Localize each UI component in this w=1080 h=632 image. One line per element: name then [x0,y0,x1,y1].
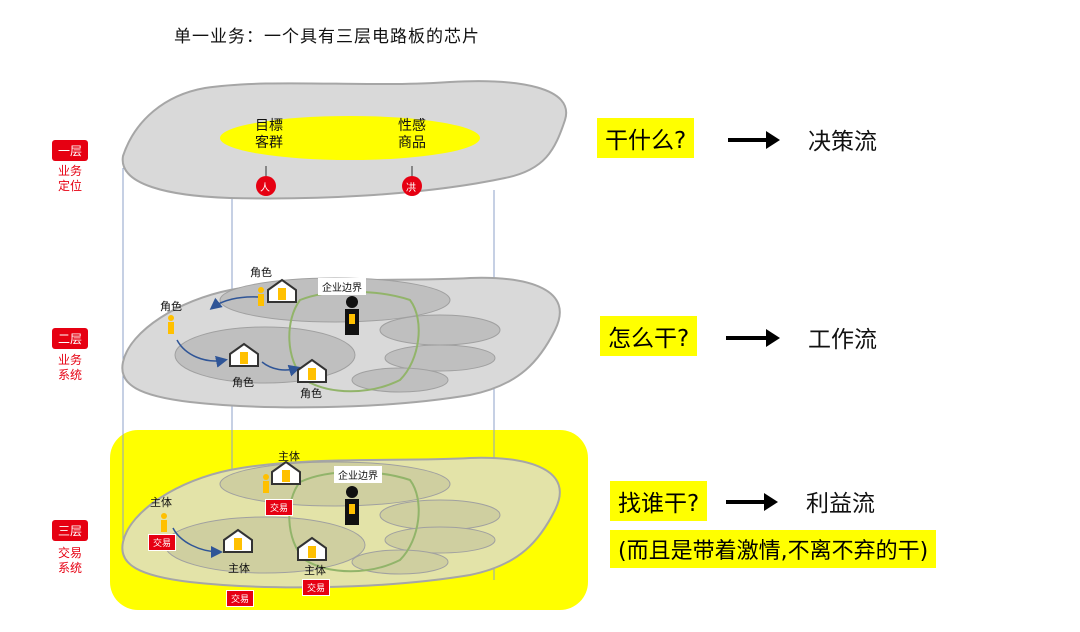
flow-question-3: 找谁干? [610,481,708,521]
layer3-ellipse [384,526,496,554]
house-icon [267,278,297,303]
subject-label: 主体 [278,450,300,463]
page-title: 单一业务：一个具有三层电路板的芯片 [174,27,480,47]
layer3-ellipse [164,516,366,574]
layer1-tag: 一层 [52,140,89,161]
layer2-subtitle: 业务系统 [57,353,82,382]
sexy-product-label: 性感商品 [398,118,426,151]
layer2-ellipse [174,326,356,384]
house-icon [271,460,301,485]
product-node-icon [402,176,422,196]
layer2-ellipse [384,344,496,372]
house-icon [223,528,253,553]
layer2-tag: 二层 [52,328,89,349]
enterprise-boundary-label: 企业边界 [318,278,366,295]
trade-tag: 交易 [302,579,331,596]
enterprise-figure-icon [345,296,359,335]
subject-label: 主体 [304,564,326,577]
layer1-target-area [220,116,480,160]
trade-tag: 交易 [226,590,255,607]
arrow-right-icon [726,493,778,511]
arrow-right-icon [726,329,780,347]
flow-question-1: 干什么? [597,118,695,158]
role-label: 角色 [300,387,322,400]
note-highlight: (而且是带着激情,不离不弃的干) [610,530,937,568]
flow-result-3: 利益流 [806,491,875,517]
layer1-subtitle: 业务定位 [57,164,82,193]
role-label: 角色 [232,376,254,389]
person-node-char: 人 [260,183,270,194]
flow-question-2: 怎么干? [600,316,698,356]
subject-label: 主体 [150,496,172,509]
layer3-tag: 三层 [52,520,89,541]
trade-tag: 交易 [265,499,294,516]
role-label: 角色 [160,300,182,313]
person-icon [258,287,264,306]
person-icon [263,474,269,493]
arrow-right-icon [728,131,780,149]
flow-result-2: 工作流 [808,327,877,353]
house-icon [297,536,327,561]
layer3-subtitle: 交易系统 [57,546,82,575]
layer2-ellipse [379,314,501,346]
target-customer-label: 目標客群 [255,118,283,151]
enterprise-figure-icon [345,486,359,525]
subject-label: 主体 [228,562,250,575]
person-icon [168,315,174,334]
flow-result-1: 决策流 [808,129,877,155]
person-icon [161,513,167,532]
layer3-ellipse [379,499,501,531]
person-node-icon [256,176,276,196]
trade-tag: 交易 [148,534,177,551]
role-label: 角色 [250,266,272,279]
layer2-enterprise-boundary [288,290,420,393]
house-icon [229,342,259,367]
house-icon [297,358,327,383]
enterprise-boundary-label: 企业边界 [334,466,382,483]
product-node-char: 㓋 [406,183,416,194]
